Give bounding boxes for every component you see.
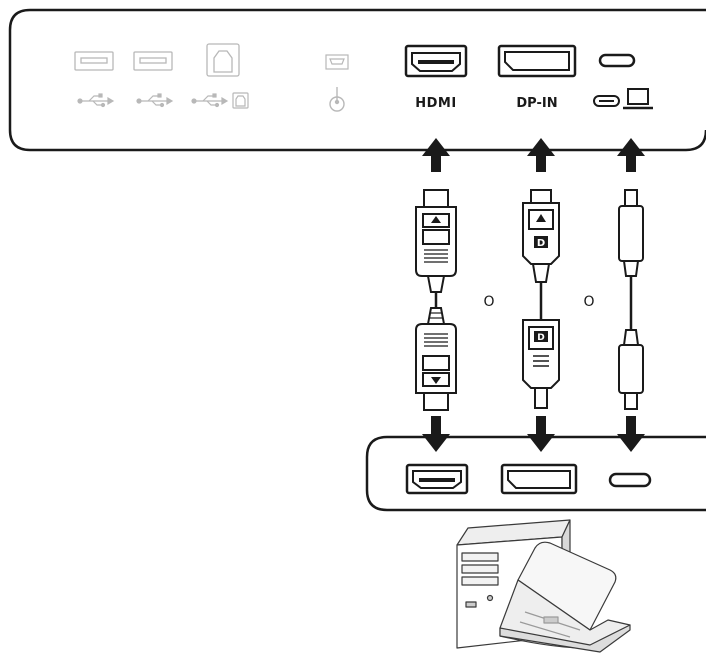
usb-icon [191,93,229,108]
usb-c-symbol-icon [593,95,620,107]
dp-logo-icon: D [534,331,548,343]
hdmi-label: HDMI [415,96,456,111]
arrow-down-dp [527,416,555,452]
arrow-up-hdmi [422,138,450,172]
hdmi-cable [415,189,457,411]
or-label-right: O [583,294,594,310]
dp-in-label: DP-IN [516,96,557,111]
or-label-left: O [483,294,494,310]
computer-panel-outline [365,435,706,512]
headphone-jack-icon [329,87,345,112]
arrow-up-dp [527,138,555,172]
usb-c-port [598,53,636,68]
arrow-up-usbc [617,138,645,172]
computer-usb-c-port [608,472,652,488]
svg-text:D: D [537,238,545,249]
usb-c-cable [618,189,644,410]
computer-port-panel [365,435,706,512]
laptop-illustration [499,541,631,653]
displayport-cable: D D [522,189,560,409]
usb-b-icon [232,92,249,109]
usb-b-port [206,43,240,77]
svg-text:D: D [537,333,544,343]
displayport-port [497,44,577,78]
dp-logo-icon: D [534,236,548,249]
panel-outline [8,8,706,152]
monitor-rear-panel: HDMI DP-IN [8,8,706,152]
computer-displayport-port [500,463,578,495]
usb-a-port-2 [133,51,173,71]
usb-icon [77,93,115,108]
mini-port [325,54,349,70]
desktop-and-laptop-illustration [456,519,631,653]
laptop-icon [623,88,653,110]
arrow-down-hdmi [422,416,450,452]
hdmi-port [404,44,468,78]
arrow-down-usbc [617,416,645,452]
computer-hdmi-port [405,463,469,495]
usb-icon [136,93,174,108]
usb-a-port-1 [74,51,114,71]
